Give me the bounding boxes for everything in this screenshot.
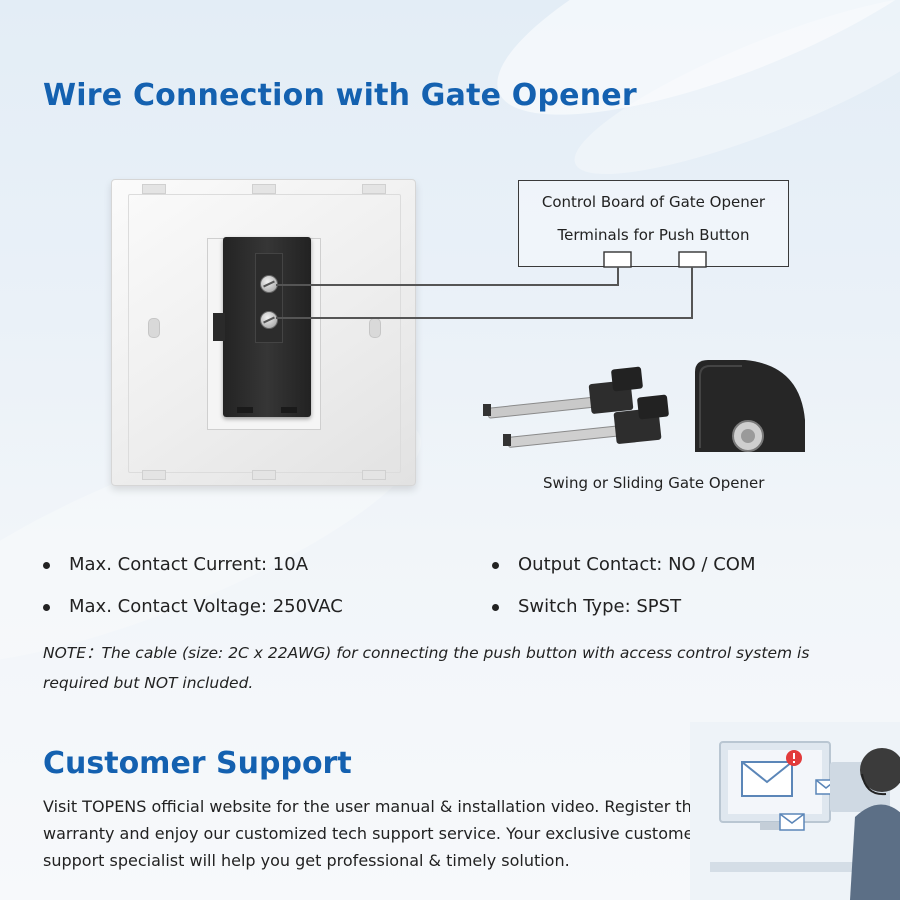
- spec-item: Switch Type: SPST: [492, 595, 755, 637]
- bullet-icon: [43, 604, 50, 611]
- plate-clip: [142, 184, 166, 194]
- wire-1: [276, 267, 619, 286]
- spec-item: Output Contact: NO / COM: [492, 553, 755, 595]
- control-board-box: Control Board of Gate Opener Terminals f…: [518, 180, 789, 267]
- spec-item: Max. Contact Voltage: 250VAC: [43, 595, 343, 637]
- gate-opener-caption: Swing or Sliding Gate Opener: [543, 474, 765, 492]
- terminals-label: Terminals for Push Button: [557, 226, 750, 244]
- bullet-icon: [492, 562, 499, 569]
- plate-clip: [362, 184, 386, 194]
- terminal-screw-icon: [260, 311, 278, 329]
- envelope-icon: [779, 813, 805, 831]
- linear-actuator-icon: [483, 366, 643, 419]
- support-agent-illustration: [690, 722, 900, 900]
- linear-actuator-icon: [503, 394, 669, 448]
- support-scene-graphic: [690, 722, 900, 900]
- plate-clip: [252, 470, 276, 480]
- support-body: Visit TOPENS official website for the us…: [43, 797, 702, 870]
- spec-text: Max. Contact Current: 10A: [69, 554, 309, 575]
- bullet-icon: [43, 562, 50, 569]
- board-terminal-2: [678, 251, 707, 268]
- page-title: Wire Connection with Gate Opener: [43, 78, 637, 113]
- wire-2: [276, 267, 693, 319]
- switch-module: [213, 237, 311, 417]
- specs-right-list: Output Contact: NO / COM Switch Type: SP…: [492, 553, 755, 637]
- plate-clip: [362, 470, 386, 480]
- sliding-gate-motor-icon: [695, 360, 805, 452]
- mounting-slot: [148, 318, 160, 338]
- control-board-label: Control Board of Gate Opener: [541, 193, 766, 211]
- board-terminal-1: [603, 251, 632, 268]
- spec-item: Max. Contact Current: 10A: [43, 553, 343, 595]
- plate-clip: [142, 470, 166, 480]
- envelope-icon: [741, 761, 793, 797]
- spec-text: Switch Type: SPST: [518, 596, 682, 617]
- specs-left-list: Max. Contact Current: 10A Max. Contact V…: [43, 553, 343, 637]
- spec-text: Output Contact: NO / COM: [518, 554, 756, 575]
- support-title: Customer Support: [43, 746, 352, 781]
- module-foot: [237, 407, 253, 413]
- spec-text: Max. Contact Voltage: 250VAC: [69, 596, 343, 617]
- support-agent-figure: [850, 748, 900, 900]
- module-side-tab: [213, 313, 225, 341]
- bullet-icon: [492, 604, 499, 611]
- cable-note: NOTE：The cable (size: 2C x 22AWG) for co…: [43, 644, 810, 692]
- module-foot: [281, 407, 297, 413]
- plate-clip: [252, 184, 276, 194]
